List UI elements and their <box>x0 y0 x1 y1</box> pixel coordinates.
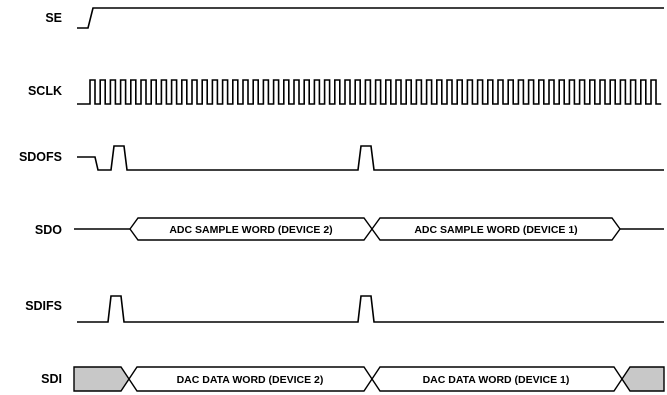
sdi-dont-care-end <box>621 366 665 392</box>
sclk-label: SCLK <box>28 84 62 98</box>
sdo-word-device1-label: ADC SAMPLE WORD (DEVICE 1) <box>414 224 577 236</box>
sdofs-waveform <box>77 145 664 171</box>
sdi-word-device1-label: DAC DATA WORD (DEVICE 1) <box>423 374 570 386</box>
se-waveform <box>77 7 664 29</box>
sdo-bus: ADC SAMPLE WORD (DEVICE 2) ADC SAMPLE WO… <box>74 217 664 241</box>
se-label: SE <box>45 11 62 25</box>
sdi-dont-care-start <box>73 366 130 392</box>
sdi-bus: DAC DATA WORD (DEVICE 2) DAC DATA WORD (… <box>73 366 665 392</box>
sdifs-waveform <box>77 295 664 323</box>
sdi-label: SDI <box>41 372 62 386</box>
sdofs-label: SDOFS <box>19 150 62 164</box>
sdo-label: SDO <box>35 223 62 237</box>
sdo-word-device2-label: ADC SAMPLE WORD (DEVICE 2) <box>169 224 332 236</box>
sclk-waveform <box>77 79 662 105</box>
sdi-word-device2-label: DAC DATA WORD (DEVICE 2) <box>177 374 324 386</box>
sdifs-label: SDIFS <box>25 299 62 313</box>
